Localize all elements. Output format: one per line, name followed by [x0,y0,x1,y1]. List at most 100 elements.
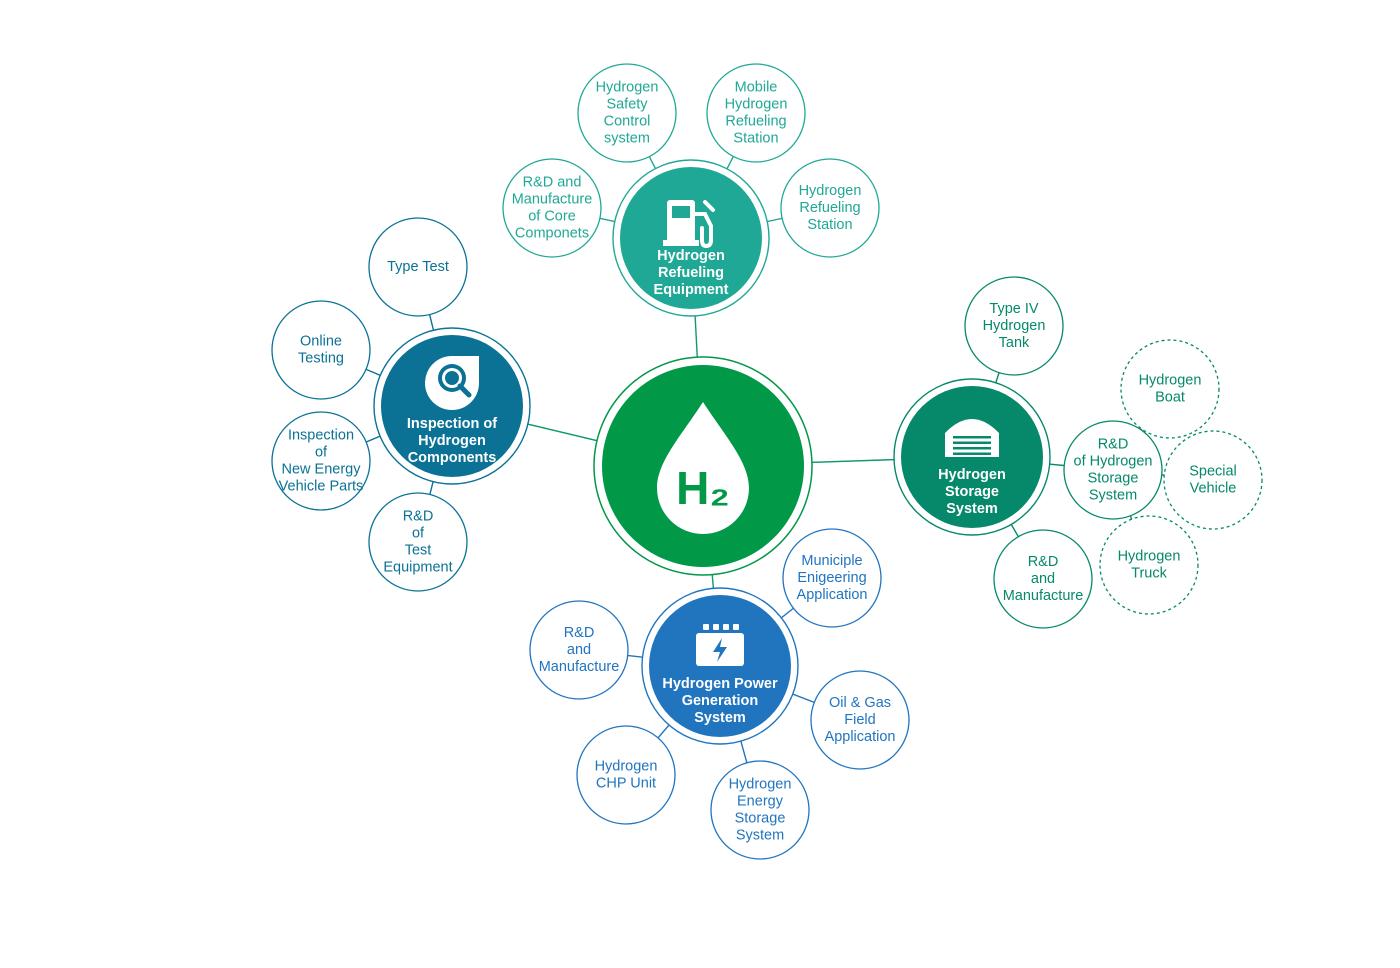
satellite-inspection-3-label-line-1: of [412,526,425,542]
hub-power-label-line-1: Generation [682,693,759,709]
satellite-power-2-circle [810,670,910,770]
satellite-refueling-3-label-line-0: Hydrogen [799,183,862,199]
satellite-power-2-label-line-0: Oil & Gas [829,695,891,711]
satellite-refueling-3-circle [780,158,880,258]
satellite-inspection-0[interactable]: Type Test [368,217,468,317]
hub-refueling-label-line-0: Hydrogen [657,248,725,264]
satellite-storage-sub-2-circle [1099,515,1199,615]
satellite-inspection-1-label-line-1: Testing [298,351,344,367]
hub-inspection-label-line-1: Hydrogen [418,433,486,449]
satellite-power-3-circle [576,725,676,825]
hub-storage-label-line-1: Storage [945,484,999,500]
hub-power-label-line-0: Hydrogen Power [662,676,778,692]
hub-refueling-label-line-2: Equipment [654,282,729,298]
satellite-refueling-1-label-line-0: Hydrogen [596,80,659,96]
satellite-refueling-0-label-line-2: of Core [528,209,576,225]
satellite-storage-sub-1-label-line-0: Special [1189,464,1237,480]
satellite-power-4-circle [710,760,810,860]
satellite-storage-2-label-line-0: R&D [1028,554,1059,570]
satellite-storage-sub-2-label-line-1: Truck [1131,566,1167,582]
satellite-refueling-1-circle [577,63,677,163]
satellite-power-4-label-line-3: System [736,828,784,844]
satellite-inspection-3-label-line-2: Test [405,543,432,559]
satellite-storage-1-circle [1063,420,1163,520]
satellite-inspection-3-label-line-0: R&D [403,509,434,525]
satellite-storage-1-label-line-1: of Hydrogen [1074,454,1153,470]
satellite-storage-sub-0-label-line-1: Boat [1155,390,1185,406]
hub-storage-label-line-0: Hydrogen [938,467,1006,483]
satellite-storage-2-circle [993,529,1093,629]
satellite-refueling-2-label-line-1: Hydrogen [725,97,788,113]
satellite-storage-sub-0-label-line-0: Hydrogen [1139,373,1202,389]
center-hydrogen-node[interactable]: H₂ [593,356,813,576]
hub-power-label-line-2: System [694,710,746,726]
satellite-power-2-label-line-2: Application [825,729,896,745]
satellite-power-0-label-line-1: Enigeering [797,570,866,586]
satellite-power-4-label-line-0: Hydrogen [729,777,792,793]
center-label: H₂ [676,462,730,514]
satellite-storage-0-label-line-2: Tank [999,335,1030,351]
satellite-inspection-1-label-line-0: Online [300,334,342,350]
satellite-inspection-3-circle [368,492,468,592]
satellite-refueling-2-label-line-2: Refueling [725,114,786,130]
satellite-refueling-0-circle [502,158,602,258]
satellite-storage-0-circle [964,276,1064,376]
satellite-inspection-2-label-line-0: Inspection [288,428,354,444]
satellite-storage-2-label-line-1: and [1031,571,1055,587]
satellite-storage-1-label-line-0: R&D [1098,437,1129,453]
hub-inspection-label-line-0: Inspection of [407,416,497,432]
satellite-power-0-circle [782,528,882,628]
satellite-refueling-2-label-line-0: Mobile [735,80,778,96]
satellite-refueling-2-label-line-3: Station [733,131,778,147]
satellite-refueling-1-label-line-1: Safety [606,97,648,113]
fuel-pump-icon [663,200,715,249]
satellite-refueling-0-label-line-3: Componets [515,226,589,242]
satellite-power-1-label-line-2: Manufacture [539,659,620,675]
satellite-inspection-2-circle [271,411,371,511]
satellite-power-1-label-line-1: and [567,642,591,658]
satellite-refueling-0-label-line-1: Manufacture [512,192,593,208]
satellite-inspection-1-circle [271,300,371,400]
satellite-power-3-label-line-0: Hydrogen [595,759,658,775]
satellite-refueling-2-circle [706,63,806,163]
satellite-power-4-label-line-1: Energy [737,794,784,810]
satellite-storage-0-label-line-1: Hydrogen [983,318,1046,334]
satellite-storage-1-label-line-2: Storage [1088,471,1139,487]
satellite-inspection-0-label-line-0: Type Test [387,259,449,275]
satellite-inspection-3-label-line-3: Equipment [383,560,452,576]
satellite-storage-sub-0-circle [1120,339,1220,439]
magnifier-icon [425,356,479,410]
battery-bolt-icon [696,624,744,666]
satellite-power-1-circle [529,600,629,700]
satellite-refueling-3-label-line-1: Refueling [799,200,860,216]
satellite-inspection-2-label-line-2: New Energy [282,462,362,478]
satellite-storage-0-label-line-0: Type IV [989,301,1038,317]
satellite-inspection-0-circle [368,217,468,317]
hub-inspection-label-line-2: Components [408,450,497,466]
hub-storage-label-line-2: System [946,501,998,517]
satellite-power-3-label-line-1: CHP Unit [596,776,656,792]
